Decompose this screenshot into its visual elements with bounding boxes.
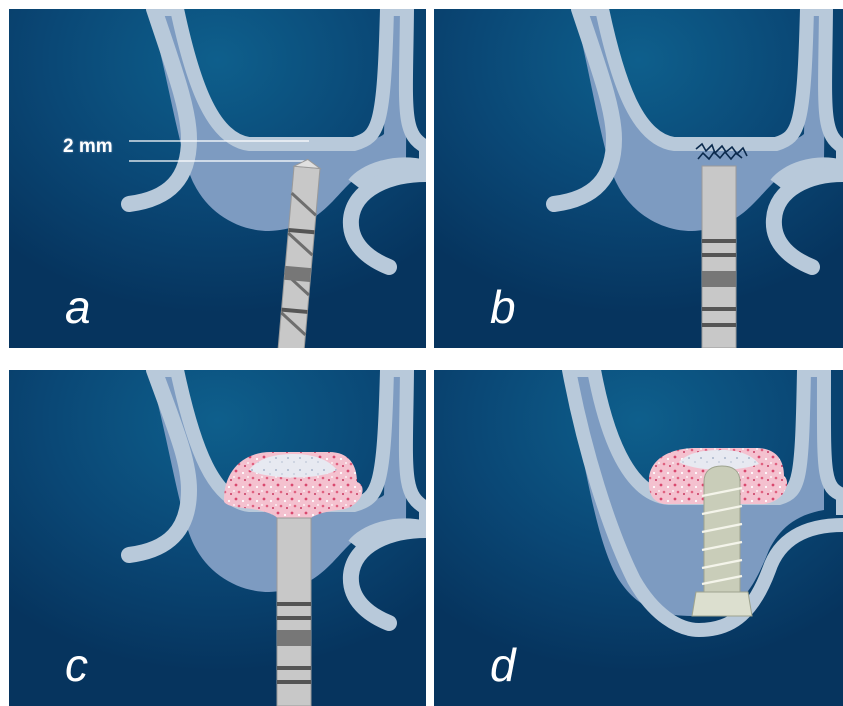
- panel-d: d: [434, 370, 843, 706]
- panel-b: b: [434, 9, 843, 348]
- panel-a: 2 mm a: [9, 9, 426, 348]
- measurement-label: 2 mm: [63, 137, 113, 157]
- panel-c: c: [9, 370, 426, 706]
- osteotome: [277, 518, 311, 706]
- panel-label-b: b: [490, 284, 516, 330]
- panel-label-d: d: [490, 642, 516, 688]
- osteotome: [702, 166, 736, 348]
- panel-label-a: a: [65, 284, 91, 330]
- panel-label-c: c: [65, 642, 88, 688]
